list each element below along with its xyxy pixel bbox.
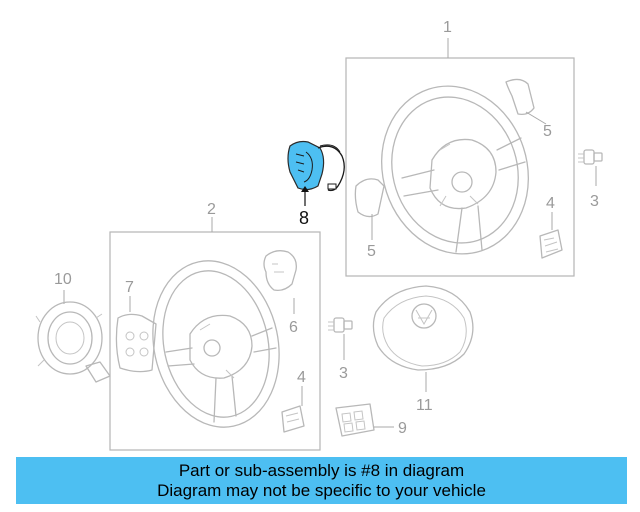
callout-9: 9 bbox=[398, 420, 407, 437]
steering-wheel-assembly-1 bbox=[345, 38, 575, 277]
switch-4-lower bbox=[281, 386, 305, 433]
switch-4-upper bbox=[539, 212, 563, 259]
callout-4-upper: 4 bbox=[546, 195, 555, 212]
bolt-3-lower bbox=[328, 317, 353, 360]
steering-wheel-2 bbox=[109, 217, 321, 451]
banner-line-1: Part or sub-assembly is #8 in diagram bbox=[178, 461, 465, 480]
callout-5-upper: 5 bbox=[543, 123, 552, 140]
clock-spring-10 bbox=[35, 290, 111, 383]
callout-4-lower: 4 bbox=[297, 369, 306, 386]
part-8-highlighted-module bbox=[287, 140, 345, 206]
callout-3-upper: 3 bbox=[590, 193, 599, 210]
trim-cover-5-upper bbox=[505, 78, 547, 125]
callout-11: 11 bbox=[416, 397, 433, 414]
callout-2: 2 bbox=[207, 201, 216, 218]
airbag-11 bbox=[372, 285, 474, 392]
callout-7: 7 bbox=[125, 279, 134, 296]
trim-6 bbox=[263, 250, 297, 314]
bolt-3-upper bbox=[578, 149, 603, 186]
switch-panel-7 bbox=[115, 296, 157, 373]
trim-cover-5-lower bbox=[354, 178, 385, 240]
callout-10: 10 bbox=[54, 271, 72, 288]
callout-1: 1 bbox=[443, 19, 452, 36]
callout-8: 8 bbox=[299, 208, 309, 228]
callout-3-lower: 3 bbox=[339, 365, 348, 382]
banner-line-2: Diagram may not be specific to your vehi… bbox=[157, 481, 486, 500]
switch-block-9 bbox=[335, 403, 394, 437]
callout-6: 6 bbox=[289, 319, 298, 336]
info-banner: Part or sub-assembly is #8 in diagram Di… bbox=[16, 457, 627, 504]
callout-5-lower: 5 bbox=[367, 243, 376, 260]
